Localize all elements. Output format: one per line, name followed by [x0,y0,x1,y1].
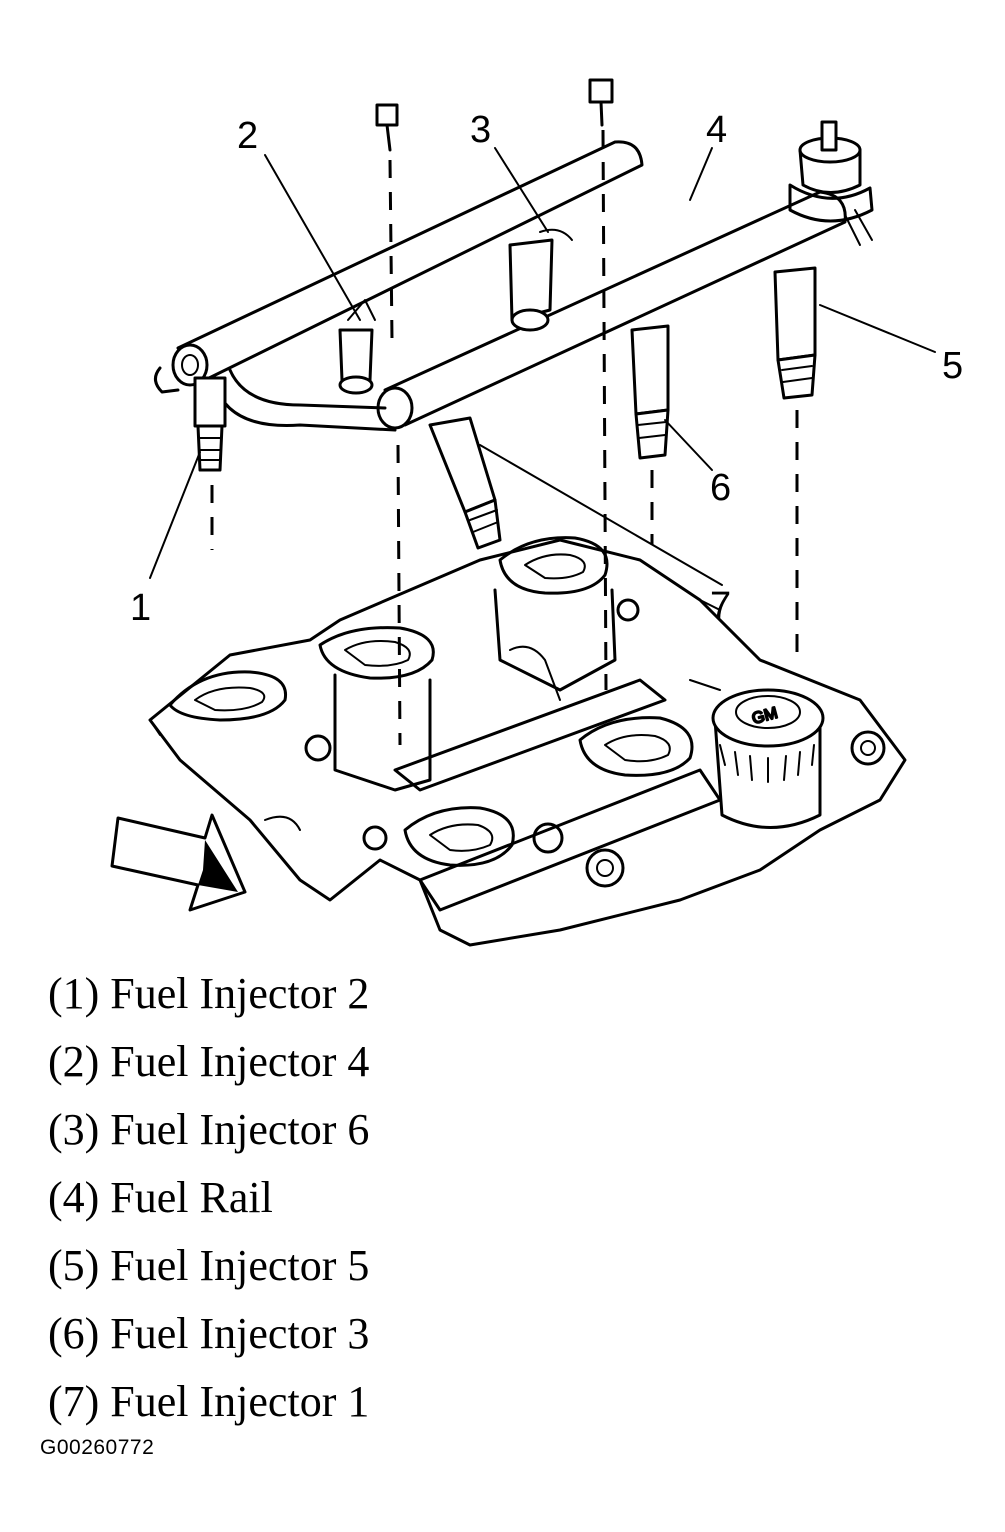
alignment-lines [210,129,799,746]
legend-item: (6) Fuel Injector 3 [48,1309,370,1358]
fuel-rail [154,120,874,432]
injector-callout-2 [338,299,376,395]
injector-callout-3 [508,228,573,332]
legend-item: (3) Fuel Injector 6 [48,1105,370,1154]
intake-manifold: GM [148,536,907,947]
callout-7: 7 [710,585,731,627]
legend-item: (7) Fuel Injector 1 [48,1377,370,1426]
pressure-regulator [788,120,874,246]
legend-item: (2) Fuel Injector 4 [48,1037,370,1086]
legend-item: (5) Fuel Injector 5 [48,1241,370,1290]
figure-code: G00260772 [40,1436,155,1459]
injector-callout-1 [193,376,227,472]
callout-3: 3 [470,109,491,151]
rail-bolts [375,78,614,152]
injector-callout-6 [630,324,670,460]
front-arrow-icon [110,813,247,912]
fuel-rail-diagram: GM [110,78,963,947]
callout-1: 1 [130,587,151,629]
callout-2: 2 [237,115,258,157]
legend-item: (1) Fuel Injector 2 [48,969,370,1018]
callout-5: 5 [942,345,963,387]
cap: GM [711,688,825,829]
callout-6: 6 [710,467,731,509]
callout-4: 4 [706,109,727,151]
leader-lines [149,147,936,586]
parts-legend: (1) Fuel Injector 2 (2) Fuel Injector 4 … [48,960,369,1436]
injector-callout-7 [428,416,502,550]
legend-item: (4) Fuel Rail [48,1173,273,1222]
injectors [193,228,817,550]
injector-callout-5 [773,266,817,400]
